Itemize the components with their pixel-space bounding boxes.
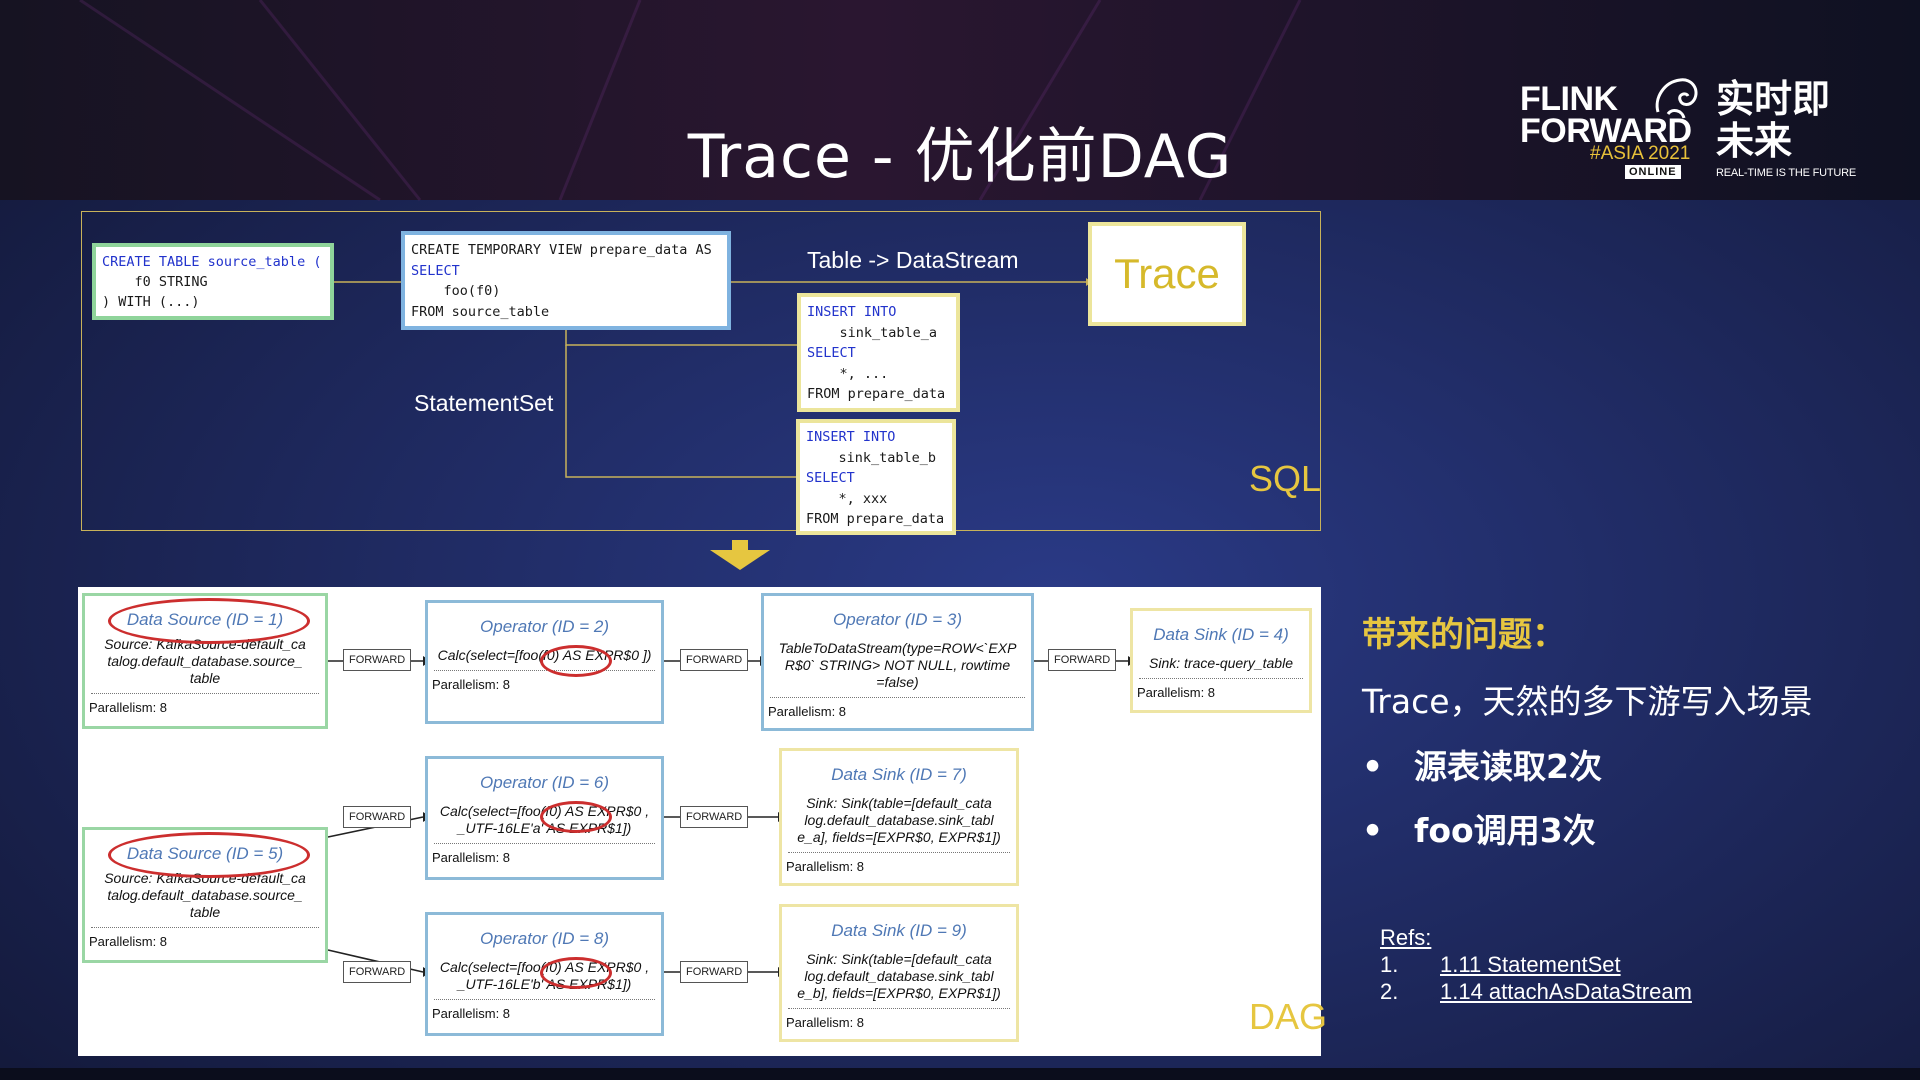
dag-node-data-sink-9: Data Sink (ID = 9) Sink: Sink(table=[def…	[779, 904, 1019, 1042]
logo-flink: FLINK	[1520, 80, 1618, 118]
node-header: Operator (ID = 2)	[480, 617, 609, 636]
statementset-label: StatementSet	[414, 390, 554, 416]
logo-chinese: 实时即未来	[1716, 77, 1831, 163]
edge-label-forward: FORWARD	[343, 961, 412, 983]
node-body: Sink: Sink(table=[default_cata log.defau…	[797, 951, 1001, 1001]
node-parallelism: Parallelism: 8	[768, 704, 847, 719]
highlight-circle-foo-2	[540, 645, 612, 677]
highlight-circle-source-5	[108, 832, 310, 878]
edge-label-forward: FORWARD	[680, 806, 749, 828]
ref-item: 2. 1.14 attachAsDataStream	[1380, 979, 1692, 1005]
ref-link-attachasdatastream[interactable]: 1.14 attachAsDataStream	[1440, 979, 1692, 1004]
dag-node-data-sink-4: Data Sink (ID = 4) Sink: trace-query_tab…	[1130, 608, 1312, 713]
problem-bullet: • foo调用3次	[1362, 804, 1596, 852]
refs-section: Refs: 1. 1.11 StatementSet 2. 1.14 attac…	[1380, 925, 1692, 1005]
node-body: Sink: trace-query_table	[1149, 655, 1293, 671]
node-divider	[788, 852, 1010, 853]
logo-online-badge: ONLINE	[1625, 165, 1681, 179]
node-parallelism: Parallelism: 8	[786, 859, 865, 874]
highlight-circle-foo-6	[540, 801, 612, 833]
node-divider	[91, 927, 319, 928]
node-header: Data Sink (ID = 9)	[831, 921, 967, 940]
edge-label-forward: FORWARD	[680, 649, 749, 671]
node-divider	[434, 670, 655, 671]
table-to-datastream-label: Table -> DataStream	[807, 247, 1019, 273]
logo-tagline: REAL-TIME IS THE FUTURE	[1716, 167, 1857, 179]
node-body: Sink: Sink(table=[default_cata log.defau…	[797, 795, 1001, 845]
node-header: Operator (ID = 6)	[480, 773, 609, 792]
highlight-circle-source-1	[108, 598, 310, 644]
sql-panel	[81, 211, 1321, 531]
logo-forward: FORWARD	[1520, 112, 1692, 150]
problems-description: Trace，天然的多下游写入场景	[1362, 682, 1813, 721]
node-divider	[91, 693, 319, 694]
node-parallelism: Parallelism: 8	[89, 934, 168, 949]
node-header: Operator (ID = 3)	[833, 610, 962, 629]
edge-label-forward: FORWARD	[343, 806, 412, 828]
bullet-text: 源表读取2次	[1414, 747, 1602, 786]
refs-heading: Refs:	[1380, 925, 1432, 950]
bullet-text: foo调用3次	[1414, 811, 1596, 850]
insert-sink-a-code: INSERT INTO sink_table_a SELECT *, ... F…	[797, 293, 960, 412]
node-parallelism: Parallelism: 8	[432, 677, 511, 692]
bullet-dot: •	[1362, 811, 1384, 850]
create-source-table-code: CREATE TABLE source_table ( f0 STRING ) …	[92, 243, 334, 320]
insert-sink-b-code: INSERT INTO sink_table_b SELECT *, xxx F…	[796, 419, 956, 535]
ref-item: 1. 1.11 StatementSet	[1380, 952, 1692, 978]
node-parallelism: Parallelism: 8	[1137, 685, 1216, 700]
edge-label-forward: FORWARD	[343, 649, 412, 671]
create-view-code: CREATE TEMPORARY VIEW prepare_data AS SE…	[401, 231, 731, 330]
sql-corner-label: SQL	[1249, 458, 1322, 499]
squirrel-icon	[1655, 78, 1698, 119]
dag-corner-label: DAG	[1249, 996, 1328, 1037]
node-parallelism: Parallelism: 8	[786, 1015, 865, 1030]
node-divider	[1139, 678, 1303, 679]
node-divider	[434, 843, 655, 844]
trace-box: Trace	[1088, 222, 1246, 326]
edge-label-forward: FORWARD	[1048, 649, 1117, 671]
ref-number: 1.	[1380, 952, 1399, 977]
problem-bullet: • 源表读取2次	[1362, 740, 1602, 788]
node-parallelism: Parallelism: 8	[432, 850, 511, 865]
dag-node-operator-3: Operator (ID = 3) TableToDataStream(type…	[761, 593, 1034, 731]
dag-node-data-sink-7: Data Sink (ID = 7) Sink: Sink(table=[def…	[779, 748, 1019, 886]
highlight-circle-foo-8	[540, 957, 612, 989]
node-header: Data Sink (ID = 7)	[831, 765, 967, 784]
problems-title: 带来的问题：	[1362, 615, 1566, 655]
ref-number: 2.	[1380, 979, 1399, 1004]
bullet-dot: •	[1362, 747, 1384, 786]
ref-link-statementset[interactable]: 1.11 StatementSet	[1440, 952, 1621, 977]
node-parallelism: Parallelism: 8	[89, 700, 168, 715]
node-divider	[770, 697, 1025, 698]
down-arrow-icon	[710, 540, 770, 570]
slide-title: Trace - 优化前DAG	[687, 122, 1233, 192]
node-divider	[434, 999, 655, 1000]
code-line: CREATE TABLE source_table (	[102, 254, 322, 270]
node-divider	[788, 1008, 1010, 1009]
node-body: TableToDataStream(type=ROW<`EXP R$0` STR…	[778, 640, 1017, 690]
edge-label-forward: FORWARD	[680, 961, 749, 983]
node-header: Data Sink (ID = 4)	[1153, 625, 1289, 644]
logo-asia-2021: #ASIA 2021	[1590, 143, 1691, 164]
node-header: Operator (ID = 8)	[480, 929, 609, 948]
node-parallelism: Parallelism: 8	[432, 1006, 511, 1021]
